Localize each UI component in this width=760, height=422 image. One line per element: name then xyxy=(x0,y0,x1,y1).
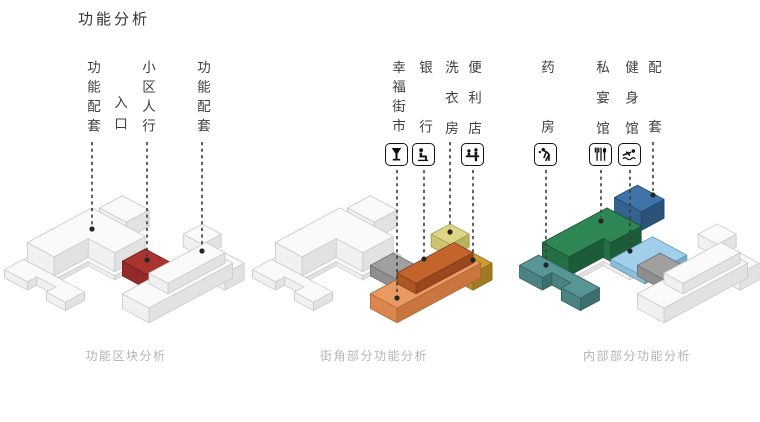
panel-2-block-front_slabs xyxy=(252,258,333,311)
seated-person-icon xyxy=(412,143,435,166)
caption-interior-analysis: 内部部分功能分析 xyxy=(582,349,692,363)
label-function-support-left: 功能配套 xyxy=(85,60,100,138)
label-happy-street-market: 幸福街市 xyxy=(390,60,405,138)
label-laundry: 洗衣房 xyxy=(443,60,458,152)
panel-2-blocks xyxy=(252,195,493,324)
label-fitness-hall: 健身馆 xyxy=(623,60,638,152)
panel-3-leader-lines xyxy=(543,142,656,268)
checkout-counter-icon xyxy=(461,143,484,166)
panel-1-block-right_upper xyxy=(148,242,226,295)
label-convenience-store: 便利店 xyxy=(466,60,481,152)
label-function-support-right: 功能配套 xyxy=(195,60,210,138)
panel-3-block-right_upper xyxy=(663,242,741,295)
bending-person-icon xyxy=(534,143,557,166)
panel-3-block-front_slabs xyxy=(519,254,600,311)
panel-2-block-right_upper xyxy=(396,242,474,295)
cutlery-icon xyxy=(589,143,612,166)
panel-3-block-green_l xyxy=(542,207,642,277)
panel-3-block-ne_box xyxy=(614,184,665,231)
swimmer-icon xyxy=(618,143,641,166)
panel-2-block-l_building xyxy=(275,207,394,277)
panel-1-leader-lines xyxy=(89,142,205,263)
panel-1-block-front_slabs xyxy=(4,258,85,311)
label-entrance: 入口 xyxy=(112,95,127,138)
page-title: 功能分析 xyxy=(78,11,151,28)
wine-glass-icon xyxy=(385,143,408,166)
panel-3-blocks xyxy=(519,184,760,324)
caption-block-analysis: 功能区块分析 xyxy=(85,349,167,363)
label-supporting-facilities: 配套 xyxy=(646,60,661,179)
label-residential-pedestrian: 小区人行 xyxy=(140,60,155,138)
panel-2-leader-lines xyxy=(394,142,476,301)
caption-street-corner-analysis: 街角部分功能分析 xyxy=(319,349,429,363)
label-private-banquet-hall: 私宴馆 xyxy=(594,60,609,152)
panel-1-blocks xyxy=(4,195,245,324)
